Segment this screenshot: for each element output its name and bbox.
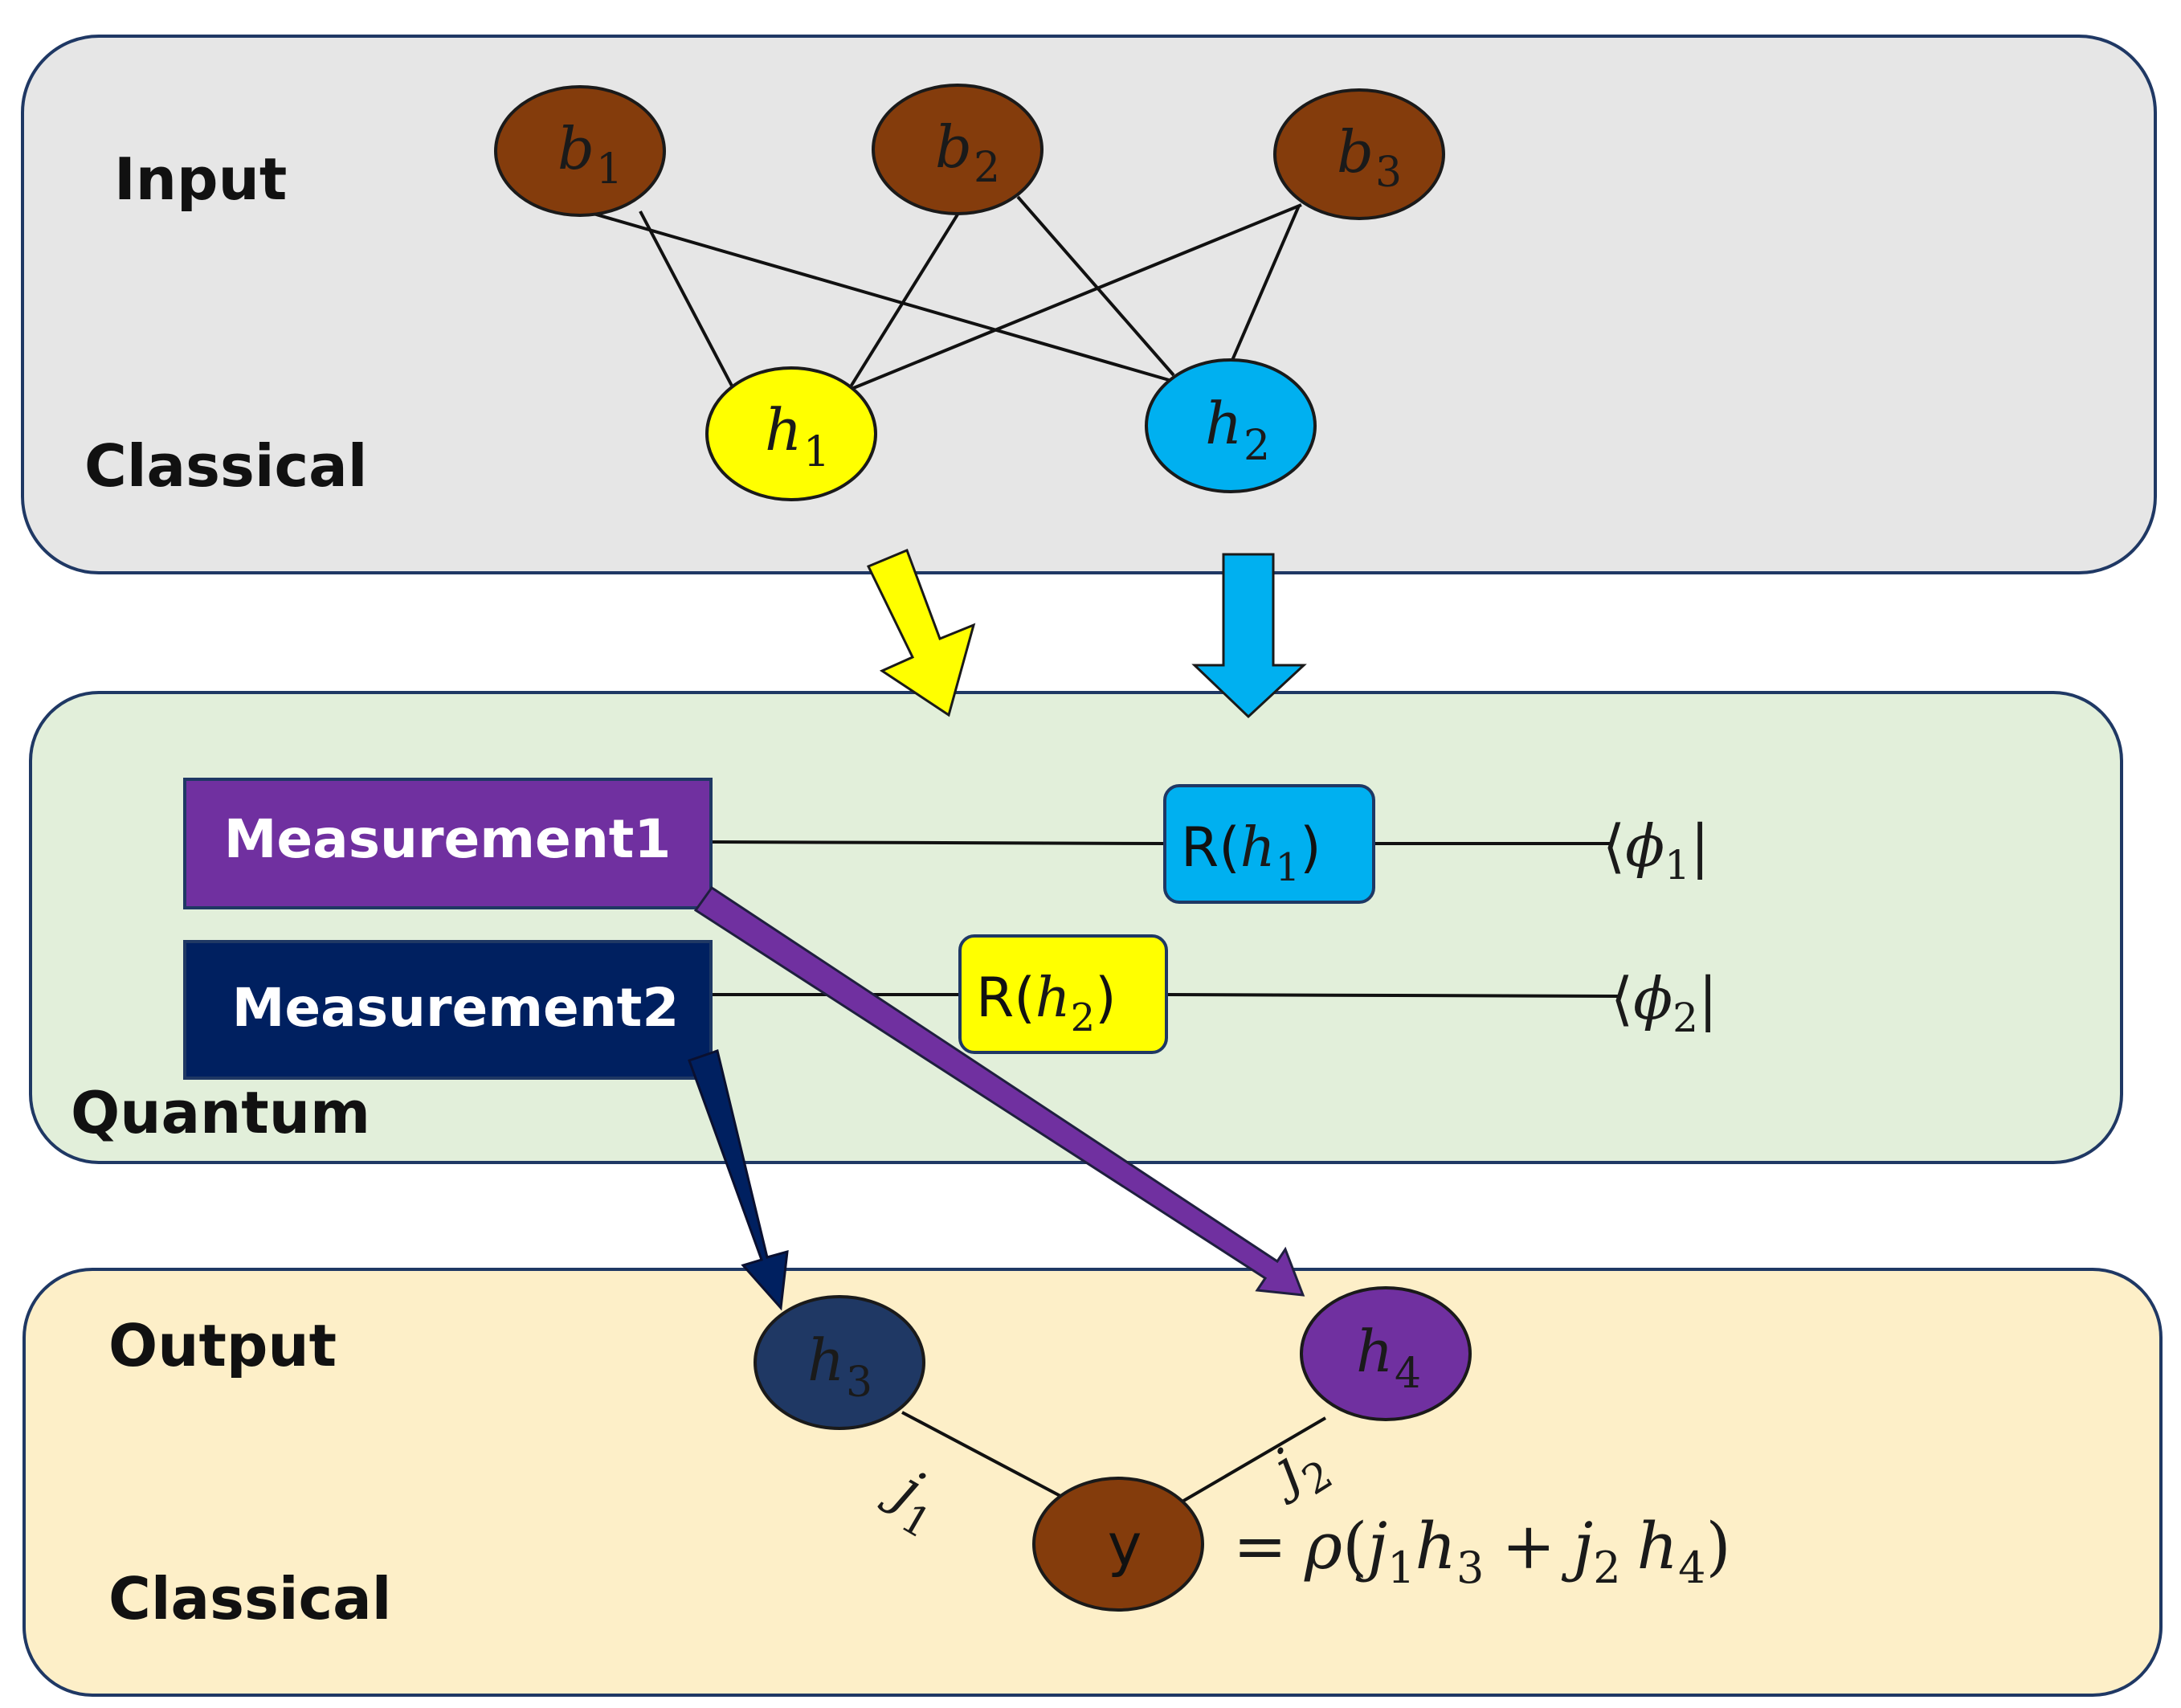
- node-h3-sub: 3: [846, 1359, 872, 1407]
- node-b2: b 2: [872, 84, 1044, 215]
- gate-r-h1: R(h1): [1163, 784, 1375, 904]
- node-b1: b 1: [494, 85, 666, 217]
- node-h4: h 4: [1300, 1286, 1472, 1421]
- bra-phi1: ⟨ϕ1|: [1603, 812, 1709, 889]
- arrow-m1-to-h4: [693, 885, 1305, 1297]
- node-y: y: [1032, 1477, 1204, 1612]
- measurement2-box: Measurement2: [183, 940, 713, 1080]
- node-b2-sub: 2: [974, 144, 1000, 192]
- output-edges: [901, 1411, 1327, 1504]
- edge-b1-h2: [582, 209, 1175, 383]
- gate-r-h1-text: R(h1): [1181, 816, 1321, 890]
- node-h1-base: h: [765, 396, 802, 464]
- node-h4-sub: 4: [1395, 1350, 1421, 1398]
- edge-b2-h2: [1016, 195, 1175, 377]
- wire-1-left: [709, 840, 1166, 845]
- node-b1-sub: 1: [596, 145, 623, 194]
- wire-2-right: [1166, 993, 1619, 998]
- output-label: Output: [108, 1312, 337, 1379]
- quantum-label: Quantum: [71, 1079, 370, 1146]
- node-b3-sub: 3: [1375, 149, 1402, 197]
- edge-b3-h2: [1229, 205, 1301, 365]
- node-h3-base: h: [807, 1326, 844, 1394]
- measurement1-box: Measurement1: [183, 778, 713, 909]
- node-h1-sub: 1: [803, 428, 830, 476]
- arrow-m2-to-h3: [688, 1049, 789, 1311]
- edge-h3-y: [901, 1411, 1073, 1504]
- input-edges: [582, 195, 1302, 392]
- edge-h4-y: [1179, 1416, 1327, 1504]
- input-label: Input: [114, 145, 287, 213]
- node-h2-sub: 2: [1244, 422, 1270, 470]
- node-h3: h 3: [754, 1295, 925, 1430]
- arrow-h2-to-quantum: [1191, 553, 1307, 719]
- edge-b3-h1: [851, 203, 1302, 390]
- node-b2-base: b: [935, 113, 972, 181]
- edge-b1-h1: [639, 210, 735, 390]
- edge-b2-h1: [847, 213, 959, 392]
- node-h2-base: h: [1205, 390, 1242, 457]
- node-h4-base: h: [1356, 1318, 1393, 1385]
- node-h2: h 2: [1145, 358, 1317, 493]
- node-b3: b 3: [1273, 88, 1445, 220]
- measurement2-label: Measurement2: [232, 977, 680, 1039]
- input-classical-label: Classical: [84, 432, 367, 500]
- gate-r-h2: R(h2): [958, 934, 1168, 1054]
- node-y-label: y: [1108, 1511, 1142, 1579]
- arrow-h1-to-quantum: [866, 549, 976, 717]
- output-classical-label: Classical: [108, 1565, 391, 1632]
- node-b3-base: b: [1337, 118, 1374, 186]
- measurement1-label: Measurement1: [224, 808, 672, 870]
- node-b1-base: b: [558, 115, 594, 182]
- gate-r-h2-text: R(h2): [976, 966, 1117, 1040]
- bra-phi2: ⟨ϕ2|: [1611, 965, 1717, 1041]
- node-h1: h 1: [705, 366, 877, 501]
